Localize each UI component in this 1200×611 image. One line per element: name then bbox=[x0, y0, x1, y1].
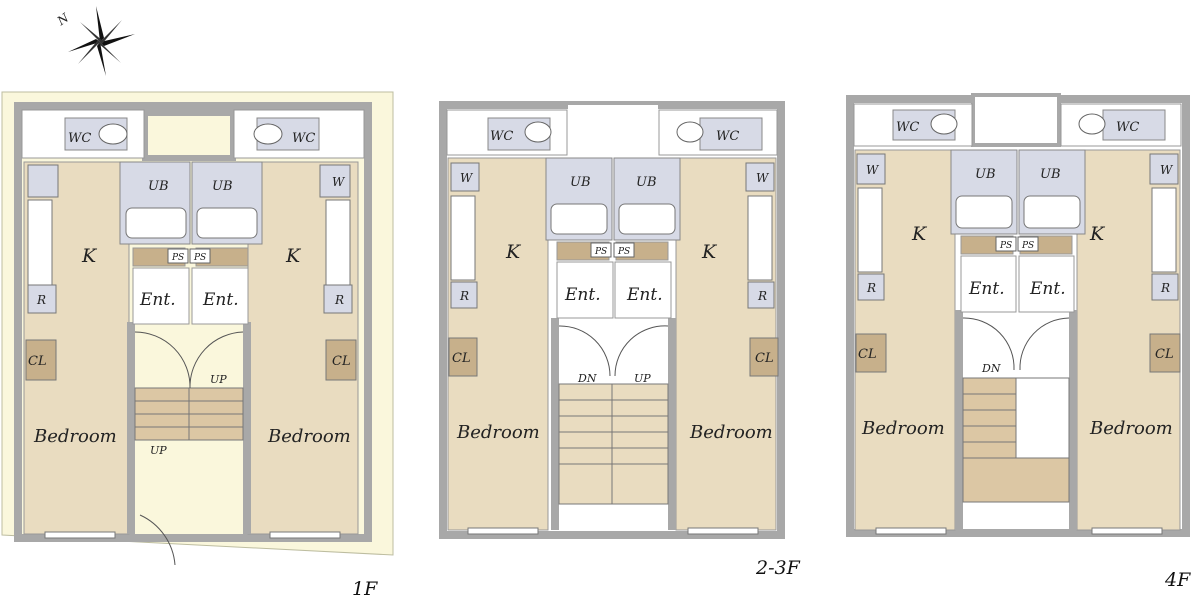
ps-right-label: PS bbox=[617, 247, 630, 257]
ub-right-label: UB bbox=[212, 179, 233, 194]
ub-left-label: UB bbox=[148, 179, 169, 194]
kitchen-left-label: K bbox=[81, 245, 98, 267]
washer-right-label: W bbox=[1160, 163, 1174, 177]
wc-left-label: WC bbox=[490, 129, 513, 144]
floor-label-1f: 1F bbox=[352, 578, 378, 600]
stair-down-label: DN bbox=[577, 372, 597, 385]
closet-right-label: CL bbox=[332, 354, 351, 369]
fridge-left-label: R bbox=[36, 293, 46, 307]
entrance-left-label: Ent. bbox=[139, 290, 176, 310]
kitchen-left-label: K bbox=[505, 241, 522, 263]
kitchen-right-label: K bbox=[1089, 223, 1106, 245]
fridge-left-label: R bbox=[459, 289, 469, 303]
entrance-left-label: Ent. bbox=[564, 285, 601, 305]
wc-left-label: WC bbox=[896, 120, 919, 135]
fridge-right-label: R bbox=[1160, 281, 1170, 295]
closet-left-label: CL bbox=[28, 354, 47, 369]
ub-left-label: UB bbox=[975, 167, 996, 182]
closet-right-label: CL bbox=[755, 351, 774, 366]
ps-right-label: PS bbox=[1021, 241, 1034, 251]
floor-plan-4f: WC WC UB UB K K PS PS Ent. Ent. W W R R … bbox=[846, 93, 1191, 591]
washer-left-label: W bbox=[460, 171, 474, 185]
wc-right-label: WC bbox=[292, 131, 315, 146]
stair-up-label: UP bbox=[634, 372, 651, 385]
bedroom-right-label: Bedroom bbox=[689, 422, 773, 443]
kitchen-right-label: K bbox=[701, 241, 718, 263]
compass-rose-icon: N bbox=[54, 6, 135, 76]
stair-down-label: DN bbox=[981, 362, 1001, 375]
entrance-right-label: Ent. bbox=[202, 290, 239, 310]
bedroom-right-label: Bedroom bbox=[1089, 418, 1173, 439]
floor-label-4f: 4F bbox=[1164, 569, 1191, 591]
closet-left-label: CL bbox=[452, 351, 471, 366]
ub-right-label: UB bbox=[636, 175, 657, 190]
entrance-right-label: Ent. bbox=[626, 285, 663, 305]
kitchen-left-label: K bbox=[911, 223, 928, 245]
closet-right-label: CL bbox=[1155, 347, 1174, 362]
wc-right-label: WC bbox=[716, 129, 739, 144]
ps-left-label: PS bbox=[594, 247, 607, 257]
bedroom-left-label: Bedroom bbox=[456, 422, 540, 443]
washer-left-label: W bbox=[866, 163, 880, 177]
floor-label-2-3f: 2-3F bbox=[755, 557, 801, 579]
floor-plan-1f: WC WC UB UB K K PS PS Ent. Ent. W R R CL… bbox=[1, 91, 394, 600]
bedroom-left-label: Bedroom bbox=[33, 426, 117, 447]
ps-left-label: PS bbox=[999, 241, 1012, 251]
entrance-left-label: Ent. bbox=[968, 279, 1005, 299]
entrance-right-label: Ent. bbox=[1029, 279, 1066, 299]
stair-up-top-label: UP bbox=[210, 373, 227, 386]
ps-right-label: PS bbox=[193, 253, 206, 263]
ub-right-label: UB bbox=[1040, 167, 1061, 182]
wc-right-label: WC bbox=[1116, 120, 1139, 135]
floor-plan-2-3f: WC WC UB UB K K PS PS Ent. Ent. W W R R … bbox=[439, 101, 801, 579]
fridge-right-label: R bbox=[757, 289, 767, 303]
fridge-left-label: R bbox=[866, 281, 876, 295]
closet-left-label: CL bbox=[858, 347, 877, 362]
washer-right-label: W bbox=[332, 175, 346, 189]
stair-up-bottom-label: UP bbox=[150, 444, 167, 457]
kitchen-right-label: K bbox=[285, 245, 302, 267]
wc-left-label: WC bbox=[68, 131, 91, 146]
ps-left-label: PS bbox=[171, 253, 184, 263]
bedroom-right-label: Bedroom bbox=[267, 426, 351, 447]
washer-right-label: W bbox=[756, 171, 770, 185]
bedroom-left-label: Bedroom bbox=[861, 418, 945, 439]
compass-north-label: N bbox=[54, 10, 72, 28]
ub-left-label: UB bbox=[570, 175, 591, 190]
fridge-right-label: R bbox=[334, 293, 344, 307]
